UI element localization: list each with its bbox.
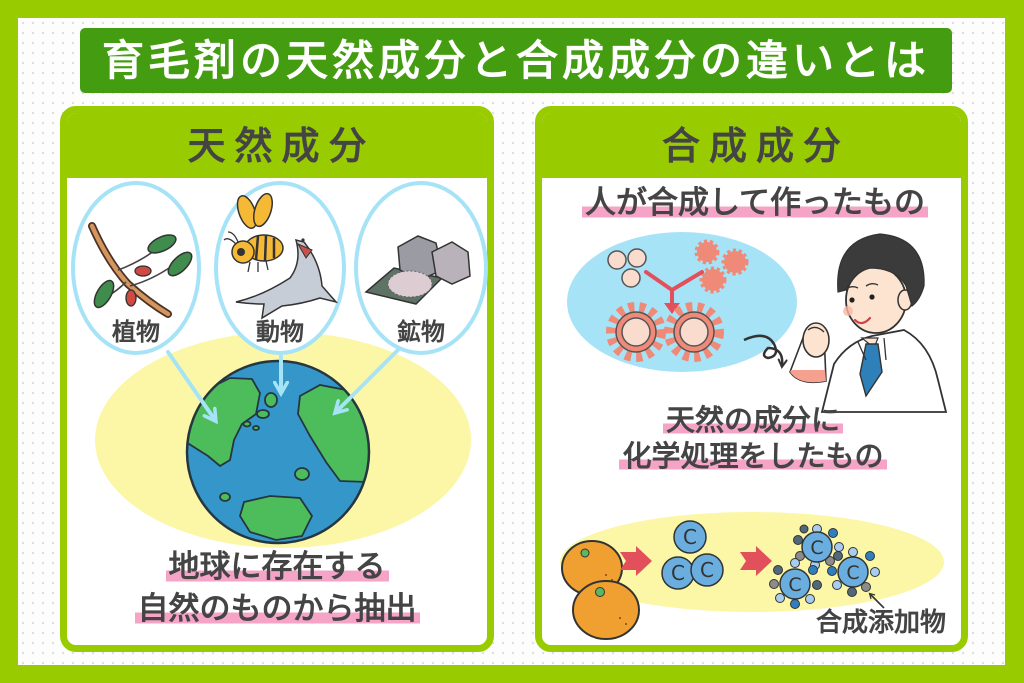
- natural-description: 地球に存在する 自然のものから抽出: [60, 549, 494, 627]
- synthetic-description-line-2: 化学処理をしたもの: [619, 439, 887, 474]
- natural-description-line-1: 地球に存在する: [165, 549, 389, 585]
- synthetic-panel-header: 合成成分: [542, 113, 961, 178]
- natural-panel-title: 天然成分: [187, 123, 376, 168]
- page-title: 育毛剤の天然成分と合成成分の違いとは: [101, 35, 930, 85]
- title-banner: 育毛剤の天然成分と合成成分の違いとは: [80, 28, 952, 93]
- source-label-mineral: 鉱物: [397, 318, 445, 346]
- synthetic-additive-label: 合成添加物: [815, 608, 946, 638]
- synthetic-panel-title: 合成成分: [661, 123, 850, 168]
- natural-description-line-2: 自然のものから抽出: [134, 590, 420, 627]
- synthetic-description-line-1: 天然の成分に: [662, 403, 843, 437]
- synthetic-subtitle-wrap: 人が合成して作ったもの: [540, 185, 970, 222]
- source-label-plant: 植物: [112, 318, 160, 346]
- natural-panel-header: 天然成分: [67, 113, 487, 178]
- source-label-animal: 動物: [256, 318, 304, 346]
- synthetic-subtitle: 人が合成して作ったもの: [581, 185, 929, 221]
- synthetic-description: 天然の成分に 化学処理をしたもの: [540, 403, 966, 474]
